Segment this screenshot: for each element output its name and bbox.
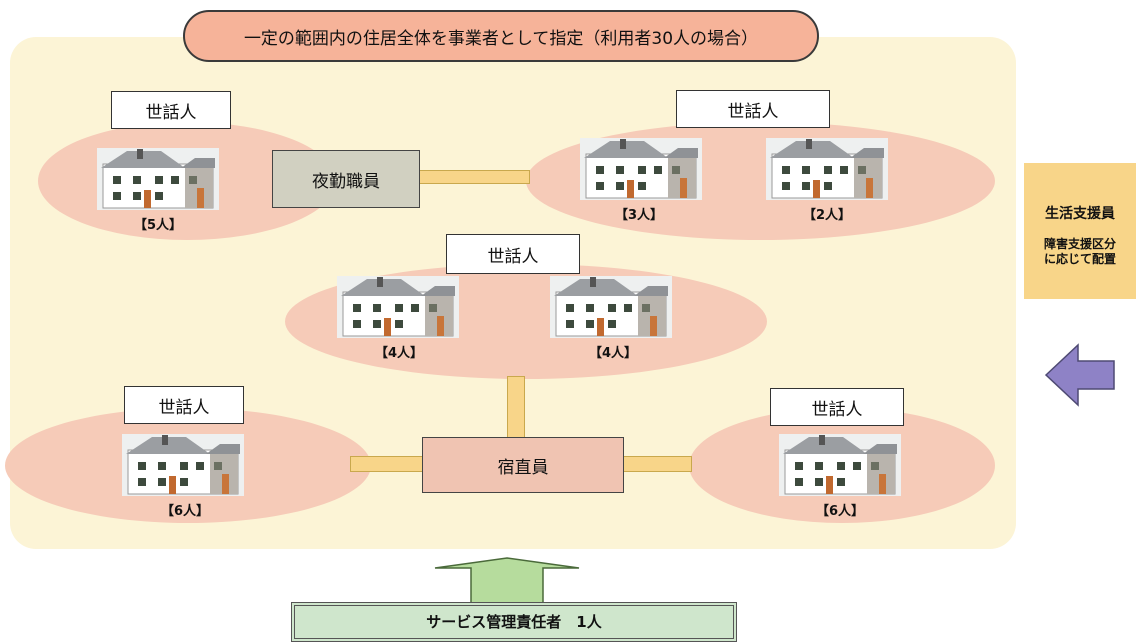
- house-icon: [580, 138, 702, 200]
- caregiver-label-2: 世話人: [676, 90, 830, 128]
- resident-count: 【5人】: [133, 218, 183, 233]
- overnight-staff: 宿直員: [422, 437, 624, 493]
- resident-count: 【4人】: [374, 346, 424, 361]
- resident-count: 【4人】: [588, 346, 638, 361]
- service-manager-label: サービス管理責任者 1人: [426, 613, 602, 631]
- house-icon: [550, 276, 672, 338]
- night-shift-staff: 夜勤職員: [272, 150, 420, 208]
- connector-overnight-right: [622, 456, 692, 472]
- connector-overnight-left: [350, 456, 424, 472]
- house-icon: [766, 138, 888, 200]
- resident-count: 【6人】: [815, 504, 865, 519]
- left-arrow-icon: [1044, 343, 1115, 407]
- caregiver-label-1: 世話人: [111, 91, 231, 129]
- caregiver-label-4: 世話人: [124, 386, 244, 424]
- resident-count: 【3人】: [614, 208, 664, 223]
- house-icon: [122, 434, 244, 496]
- resident-count: 【6人】: [160, 504, 210, 519]
- side-panel-line2: に応じて配置: [1043, 252, 1116, 266]
- house-icon: [97, 148, 219, 210]
- connector-overnight-vertical: [507, 376, 525, 440]
- house-icon: [779, 434, 901, 496]
- connector-night-staff: [418, 170, 530, 184]
- up-arrow-icon: [434, 557, 580, 604]
- house-icon: [337, 276, 459, 338]
- caregiver-label-5: 世話人: [770, 388, 904, 426]
- resident-count: 【2人】: [802, 208, 852, 223]
- diagram-title: 一定の範囲内の住居全体を事業者として指定（利用者30人の場合）: [183, 10, 819, 62]
- caregiver-label-3: 世話人: [446, 234, 580, 274]
- life-support-staff-panel: 生活支援員 障害支援区分 に応じて配置: [1024, 163, 1136, 299]
- side-panel-line1: 障害支援区分: [1043, 237, 1116, 251]
- side-panel-title: 生活支援員: [1045, 206, 1115, 222]
- service-manager-box: サービス管理責任者 1人: [291, 602, 737, 642]
